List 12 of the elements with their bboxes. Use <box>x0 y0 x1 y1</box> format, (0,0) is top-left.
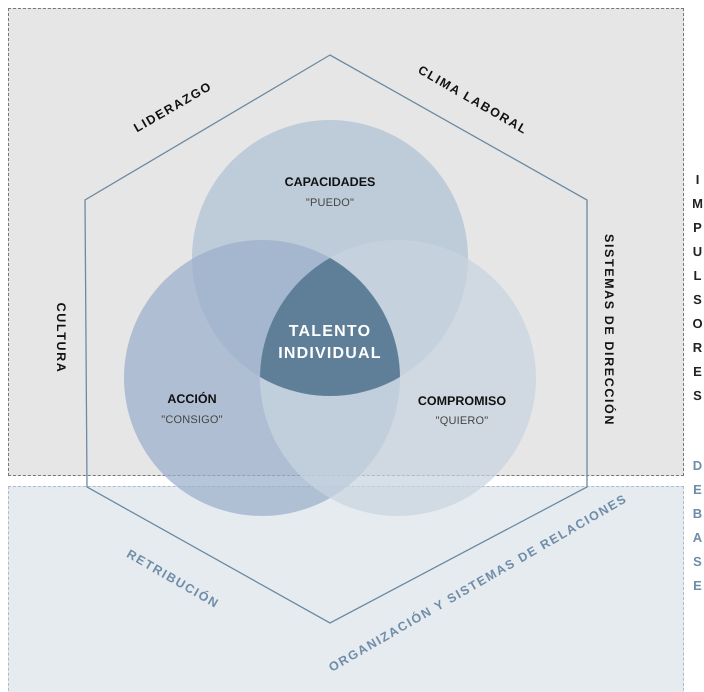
vertical-label: IMPULSORES <box>691 171 704 405</box>
circle-title: COMPROMISO <box>418 394 506 408</box>
circle-title: ACCIÓN <box>167 392 217 406</box>
side-label: SISTEMAS DE DIRECCIÓN <box>602 234 616 426</box>
circle-subtitle: "CONSIGO" <box>161 414 223 426</box>
vertical-label: DE BASE <box>692 457 704 595</box>
dashed-region <box>8 486 684 692</box>
circle-title: CAPACIDADES <box>284 175 376 189</box>
side-label: CULTURA <box>54 302 68 374</box>
circle-subtitle: "QUIERO" <box>436 415 488 427</box>
circle-subtitle: "PUEDO" <box>306 197 354 209</box>
center-title: TALENTO INDIVIDUAL <box>277 322 383 364</box>
